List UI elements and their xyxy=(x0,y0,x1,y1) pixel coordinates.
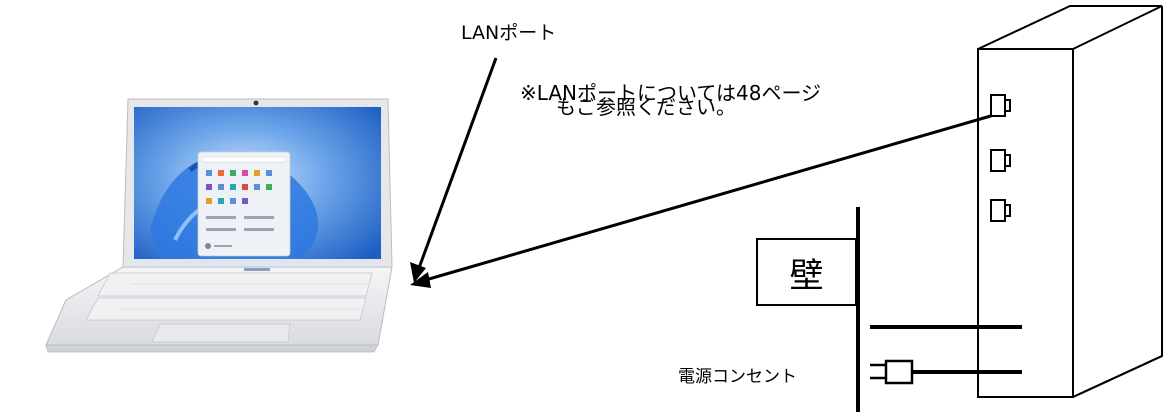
lan-port-1 xyxy=(990,94,1011,117)
lan-cable xyxy=(410,111,1002,288)
router-ports xyxy=(990,94,1011,222)
power-outlet-label: 電源コンセント xyxy=(678,367,797,387)
start-menu-window xyxy=(197,151,291,257)
touchpad xyxy=(151,323,291,343)
lan-port-label: LANポート xyxy=(461,22,557,44)
laptop-illustration xyxy=(45,98,393,353)
lan-pointer-arrow xyxy=(410,57,498,283)
lan-port-2 xyxy=(990,149,1011,172)
wall-label: 壁 xyxy=(789,255,824,296)
lan-port-note-line2: もご参照ください。 xyxy=(556,95,736,119)
wall-box: 壁 xyxy=(756,238,857,306)
power-outlet-symbol xyxy=(870,359,914,385)
router-device xyxy=(977,5,1163,398)
lan-port-3 xyxy=(990,199,1011,222)
lan-port-note-line1: ※LANポートについては48ページ xyxy=(520,81,822,105)
taskbar xyxy=(134,259,381,265)
